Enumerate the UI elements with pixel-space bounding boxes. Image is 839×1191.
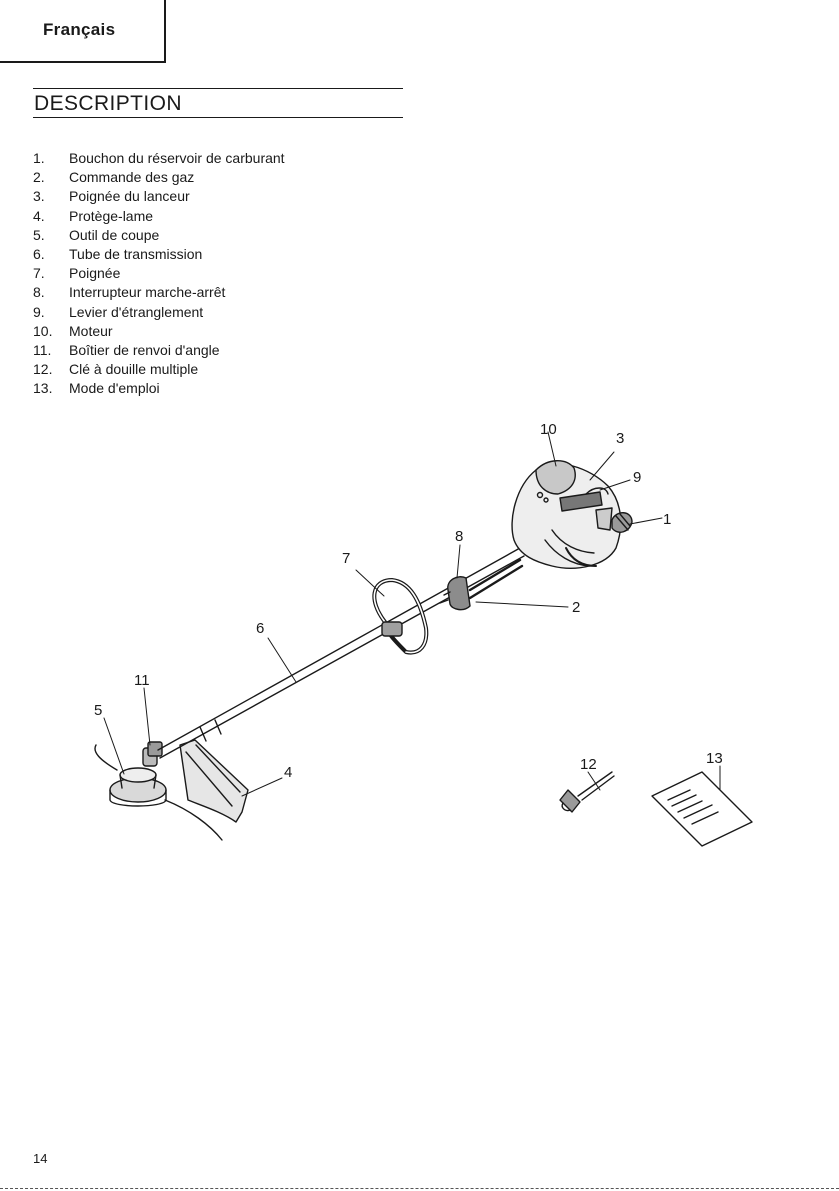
gear-case [147, 741, 163, 757]
item-label: Mode d'emploi [69, 380, 160, 397]
parts-list-item: 6. Tube de transmission [33, 245, 285, 264]
callout-label: 7 [342, 550, 350, 567]
throttle-housing [439, 558, 524, 611]
section-heading: DESCRIPTION [34, 92, 182, 115]
trimmer-line [164, 799, 223, 841]
section-heading-box: DESCRIPTION [33, 88, 403, 118]
page-bottom-rule [0, 1188, 839, 1189]
item-number: 12. [33, 361, 53, 378]
language-label: Français [43, 20, 116, 39]
callout-label: 1 [663, 511, 671, 528]
parts-list-item: 10. Moteur [33, 322, 285, 341]
item-label: Tube de transmission [69, 245, 203, 262]
trimmer-diagram: 10 3 9 1 8 7 2 6 11 5 4 12 13 [94, 421, 753, 847]
item-number: 13. [33, 380, 53, 397]
engine-unit [511, 460, 633, 569]
instruction-manual [651, 771, 753, 847]
item-label: Levier d'étranglement [69, 303, 204, 320]
item-label: Poignée [69, 265, 121, 282]
callout-label: 3 [616, 430, 624, 447]
item-label: Poignée du lanceur [69, 188, 190, 205]
parts-list-item: 4. Protège-lame [33, 207, 285, 226]
callout-label: 4 [284, 764, 292, 781]
item-label: Commande des gaz [69, 169, 195, 186]
callout-label: 6 [256, 620, 264, 637]
parts-list: 1. Bouchon du réservoir de carburant 2. Co… [33, 149, 285, 398]
item-number: 1. [33, 150, 45, 166]
parts-list-item: 8. Interrupteur marche-arrêt [33, 283, 285, 302]
leader-lines [103, 431, 721, 797]
trimmer-line [94, 744, 118, 771]
callout-label: 5 [94, 702, 102, 719]
item-number: 4. [33, 207, 45, 224]
parts-list-item: 11. Boîtier de renvoi d'angle [33, 341, 285, 360]
item-label: Boîtier de renvoi d'angle [69, 341, 220, 358]
parts-list-item: 13. Mode d'emploi [33, 379, 285, 398]
callout-label: 10 [540, 421, 557, 438]
callout-labels: 10 3 9 1 8 7 2 6 11 5 4 12 13 [94, 421, 723, 781]
item-number: 7. [33, 265, 45, 282]
blade-guard [179, 739, 249, 823]
item-label: Clé à douille multiple [69, 361, 199, 378]
callout-label: 2 [572, 599, 580, 616]
callout-label: 11 [134, 672, 150, 689]
parts-list-item: 1. Bouchon du réservoir de carburant [33, 149, 285, 168]
loop-handle [372, 578, 429, 655]
item-number: 6. [33, 245, 45, 262]
parts-list-item: 2. Commande des gaz [33, 168, 285, 187]
parts-list-item: 12. Clé à douille multiple [33, 360, 285, 379]
item-number: 8. [33, 284, 45, 301]
item-number: 10. [33, 322, 53, 339]
parts-list-item: 9. Levier d'étranglement [33, 303, 285, 322]
page-number: 14 [33, 1151, 48, 1166]
callout-label: 13 [706, 750, 723, 767]
item-number: 9. [33, 303, 45, 320]
item-label: Interrupteur marche-arrêt [69, 284, 226, 301]
item-label: Outil de coupe [69, 226, 160, 243]
item-label: Moteur [69, 322, 113, 339]
callout-label: 8 [455, 528, 463, 545]
language-tab: Français [0, 0, 166, 63]
callout-label: 9 [633, 469, 641, 486]
parts-list-item: 5. Outil de coupe [33, 226, 285, 245]
item-number: 2. [33, 169, 45, 186]
item-number: 11. [33, 341, 52, 358]
drive-shaft [157, 547, 525, 759]
callout-label: 12 [580, 756, 597, 773]
socket-wrench [559, 771, 615, 813]
item-number: 5. [33, 226, 45, 243]
item-label: Bouchon du réservoir de carburant [69, 150, 285, 166]
parts-list-item: 3. Poignée du lanceur [33, 187, 285, 206]
parts-list-item: 7. Poignée [33, 264, 285, 283]
item-label: Protège-lame [69, 207, 154, 224]
item-number: 3. [33, 188, 45, 205]
